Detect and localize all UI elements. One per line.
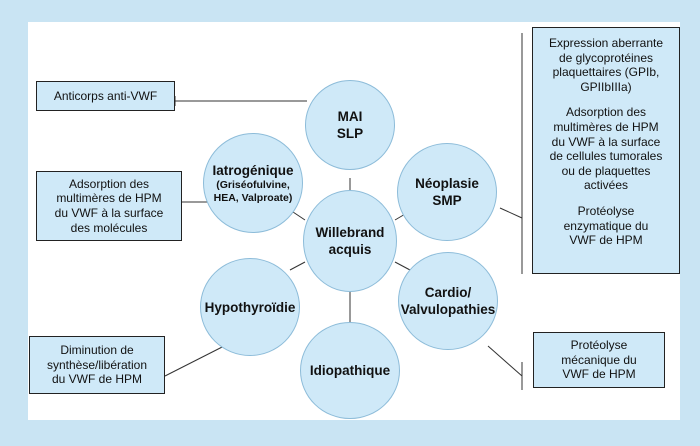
- expression-block: Expression aberrante de glycoprotéines p…: [533, 36, 679, 94]
- cause-hypothyroidie-line1: Hypothyroïdie: [204, 299, 296, 315]
- cause-iatrogenique-sub1: (Griséofulvine,: [216, 178, 290, 191]
- proteolyse-enzymatique-block: Protéolyse enzymatique du VWF de HPM: [533, 204, 679, 248]
- adsorption-tumor-line: du VWF à la surface: [551, 134, 661, 149]
- cause-mai-line2: SLP: [336, 126, 364, 141]
- adsorption-tumor-line: multimères de HPM: [553, 119, 659, 134]
- right-box-link: [499, 207, 523, 219]
- mechanism-adsorption-molecules-box: Adsorption des multimères de HPM du VWF …: [36, 171, 182, 241]
- proteolyse-enzymatique-line: enzymatique du: [563, 218, 649, 233]
- expression-line: GPIIbIIIa): [580, 79, 632, 94]
- adsorption-molecules-line: Adsorption des: [68, 176, 150, 191]
- spoke-hypothyroidie: [289, 261, 306, 271]
- mechanism-diminution-box: Diminution de synthèse/libération du VWF…: [29, 336, 165, 394]
- diminution-line: synthèse/libération: [46, 357, 148, 372]
- adsorption-tumor-line: activées: [583, 178, 629, 193]
- adsorption-molecules-line: du VWF à la surface: [54, 206, 164, 220]
- cause-idiopathique: Idiopathique: [300, 322, 400, 419]
- center-line1: Willebrand: [315, 225, 385, 240]
- cause-cardio: Cardio/ Valvulopathies: [398, 252, 498, 350]
- cause-idiopathique-line1: Idiopathique: [309, 363, 391, 378]
- proteolyse-mecanique-line: Protéolyse: [570, 338, 628, 353]
- expression-line: de glycoprotéines: [558, 50, 654, 65]
- diminution-line: Diminution de: [60, 343, 134, 358]
- cause-mai-line1: MAI: [337, 109, 363, 124]
- cause-iatrogenique-sub2: HEA, Valproate): [213, 191, 293, 204]
- diminution-line: du VWF de HPM: [51, 372, 143, 387]
- mechanism-proteolyse-mecanique-box: Protéolyse mécanique du VWF de HPM: [533, 332, 665, 388]
- cause-hypothyroidie: Hypothyroïdie: [200, 258, 300, 356]
- proteolyse-mecanique-line: mécanique du: [561, 352, 637, 367]
- expression-line: plaquettaires (GPIb,: [552, 65, 660, 80]
- cause-neoplasie-line1: Néoplasie: [415, 176, 479, 191]
- proteolyse-link: [487, 345, 523, 377]
- mechanism-anticorps-text: Anticorps anti-VWF: [53, 88, 158, 103]
- adsorption-tumor-line: de cellules tumorales: [549, 149, 663, 164]
- cause-mai: MAI SLP: [305, 80, 395, 170]
- adsorption-tumor-line: Adsorption des: [565, 105, 647, 120]
- adsorption-molecules-line: des molécules: [70, 220, 148, 235]
- spoke-cardio: [394, 261, 411, 271]
- cause-cardio-line1: Cardio/: [424, 285, 472, 300]
- diminution-link: [164, 341, 233, 377]
- cause-iatrogenique-line1: Iatrogénique: [212, 162, 294, 178]
- proteolyse-enzymatique-line: VWF de HPM: [569, 233, 643, 248]
- cause-cardio-line2: Valvulopathies: [400, 302, 496, 317]
- adsorption-molecules-line: multimères de HPM: [56, 191, 162, 206]
- cause-neoplasie: Néoplasie SMP: [397, 143, 497, 241]
- mechanism-anticorps-box: Anticorps anti-VWF: [36, 81, 175, 111]
- center-willebrand-acquis: Willebrand acquis: [303, 190, 397, 292]
- adsorption-tumor-line: ou de plaquettes: [561, 163, 651, 178]
- cause-iatrogenique: Iatrogénique (Griséofulvine, HEA, Valpro…: [203, 133, 303, 233]
- proteolyse-enzymatique-line: Protéolyse: [577, 203, 635, 218]
- cause-neoplasie-line2: SMP: [432, 193, 462, 208]
- expression-line: Expression aberrante: [548, 36, 664, 50]
- adsorption-tumor-block: Adsorption des multimères de HPM du VWF …: [533, 105, 679, 193]
- mechanism-neoplasie-box: Expression aberrante de glycoprotéines p…: [532, 27, 680, 274]
- proteolyse-mecanique-line: VWF de HPM: [562, 367, 636, 382]
- center-line2: acquis: [328, 242, 372, 257]
